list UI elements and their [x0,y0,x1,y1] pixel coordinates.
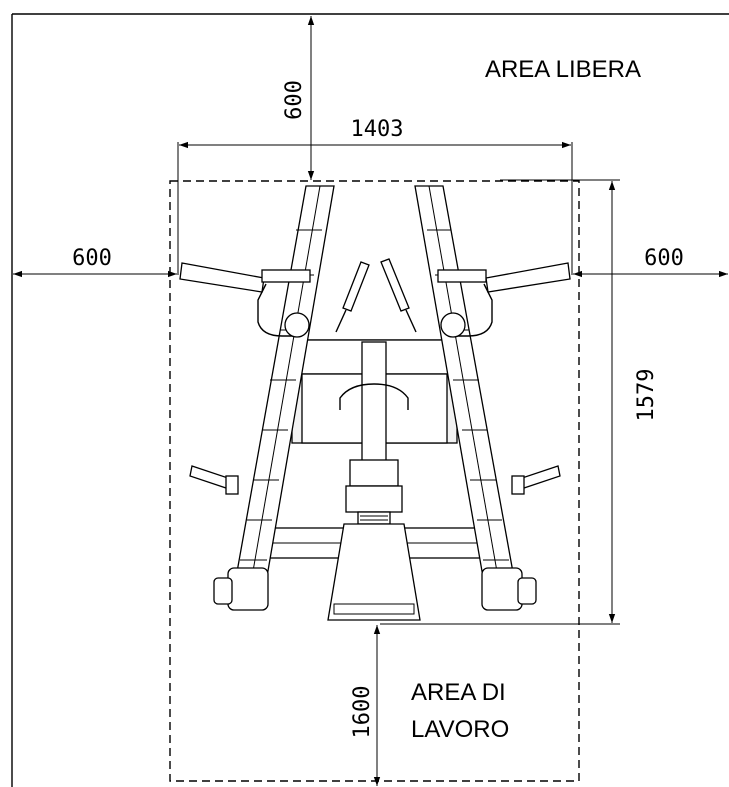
work-depth-value: 1600 [350,686,375,739]
machine-top-view [179,185,571,621]
dimension-lines [13,16,728,786]
work-area-label-line2: LAVORO [411,716,509,743]
weight-horns [189,465,561,495]
inner-handles [335,258,417,333]
top-clearance-value: 600 [282,80,307,120]
left-clearance-value: 600 [72,246,112,271]
left-outer-handle [179,262,311,338]
free-area-label: AREA LIBERA [485,56,641,83]
left-upright-arm [213,185,335,611]
right-upright-arm [414,185,537,611]
right-outer-handle [437,262,571,338]
center-seat-post [339,341,409,525]
width-value: 1403 [351,117,404,142]
depth-value: 1579 [634,369,659,422]
right-clearance-value: 600 [644,246,684,271]
work-area-label-line1: AREA DI [411,679,506,706]
footplate [327,523,421,621]
free-area-boundary [11,13,729,787]
